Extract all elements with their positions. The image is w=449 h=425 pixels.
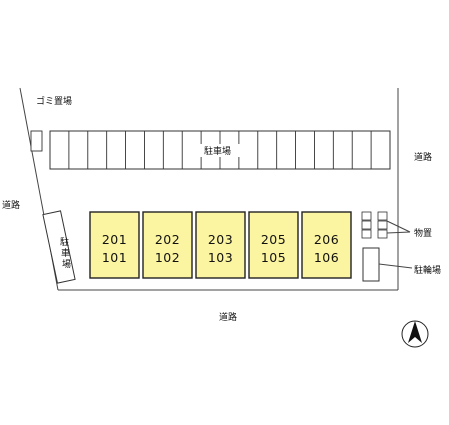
unit-number-lower: 105 — [261, 250, 286, 265]
storage-label: 物置 — [414, 227, 432, 239]
bicycle-parking — [362, 247, 380, 282]
parking-top-label: 駐車場 — [204, 145, 231, 157]
unit-number-lower: 101 — [102, 250, 127, 265]
garbage-area — [30, 130, 43, 152]
unit-number-lower: 102 — [155, 250, 180, 265]
road-label-left: 道路 — [2, 199, 20, 211]
unit-203-103 — [195, 211, 246, 279]
parking-left-label-1: 駐 — [60, 236, 69, 248]
building: 201 101 202 102 203 103 205 105 206 106 — [89, 211, 352, 279]
unit-206-106 — [301, 211, 352, 279]
unit-number-lower: 103 — [208, 250, 233, 265]
road-label-bottom: 道路 — [219, 311, 237, 323]
unit-number-upper: 205 — [261, 232, 286, 247]
parking-left-label-2: 車 — [61, 247, 70, 259]
parking-left-outline — [42, 210, 76, 284]
unit-number-upper: 206 — [314, 232, 339, 247]
garbage-area-label: ゴミ置場 — [36, 95, 72, 107]
parking-top: 駐車場 — [49, 130, 391, 170]
unit-205-105 — [248, 211, 299, 279]
road-label-right: 道路 — [414, 151, 432, 163]
unit-number-upper: 201 — [102, 232, 127, 247]
unit-number-upper: 203 — [208, 232, 233, 247]
parking-left-label-3: 場 — [62, 258, 71, 270]
unit-202-102 — [142, 211, 193, 279]
parking-left: 駐 車 場 — [42, 210, 76, 284]
unit-number-lower: 106 — [314, 250, 339, 265]
storage-sheds — [361, 211, 411, 239]
unit-201-101 — [89, 211, 140, 279]
parking-top-spaces — [68, 131, 372, 169]
north-arrow-icon — [401, 320, 429, 348]
unit-number-upper: 202 — [155, 232, 180, 247]
bicycle-parking-label: 駐輪場 — [414, 264, 441, 276]
